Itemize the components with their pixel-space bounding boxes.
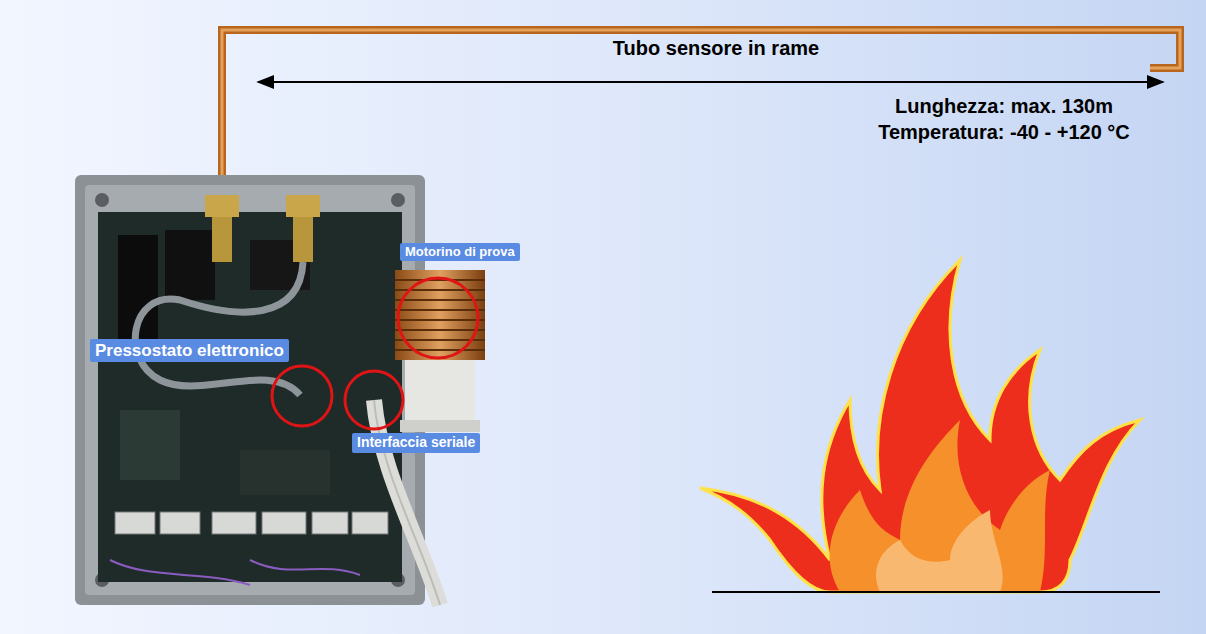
callout-box: Interfaccia seriale (352, 433, 480, 453)
callout-box: Pressostato elettronico (90, 339, 289, 362)
callout-text: Interfaccia seriale (357, 434, 475, 452)
copper-tube (222, 30, 1180, 200)
detector-enclosure (75, 175, 485, 605)
callout-text: Motorino di prova (405, 244, 515, 260)
callout-text: Pressostato elettronico (95, 340, 284, 361)
annotation-text: Lunghezza: max. 130m (895, 94, 1113, 118)
length-arrow (258, 81, 1163, 83)
annotation-text: Temperatura: -40 - +120 °C (878, 120, 1130, 144)
fire (700, 260, 1160, 592)
callout-box: Motorino di prova (400, 243, 520, 261)
annotation-text: Tubo sensore in rame (613, 36, 819, 60)
